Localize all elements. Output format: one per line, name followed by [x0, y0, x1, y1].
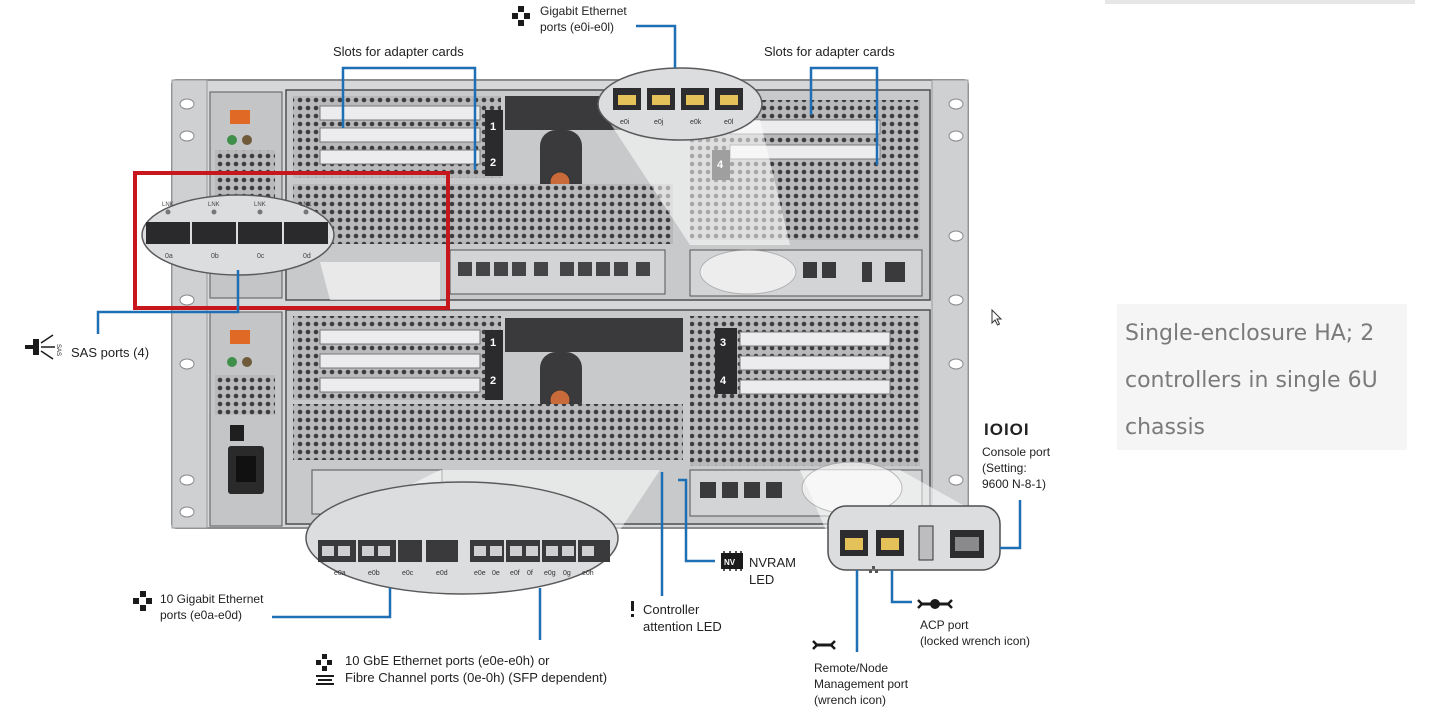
console-port-label: Console port (Setting: 9600 N-8-1) — [982, 444, 1050, 492]
sas-link-label: LNK — [254, 202, 266, 208]
gigabit-ethernet-label: Gigabit Ethernet ports (e0i-e0l) — [540, 3, 627, 35]
label-line: 10 Gigabit Ethernet — [160, 592, 264, 606]
label-line: Remote/Node — [814, 661, 889, 675]
ten-gbe-fc-label: 10 GbE Ethernet ports (e0e-e0h) or Fibre… — [345, 652, 607, 686]
slot-number: 4 — [720, 375, 727, 387]
ten-gig-ethernet-label: 10 Gigabit Ethernet ports (e0a-e0d) — [160, 591, 263, 623]
highlight-box — [133, 171, 450, 310]
label-line: ports (e0a-e0d) — [160, 608, 243, 622]
label-line: LED — [749, 572, 775, 587]
port-label: e0i — [620, 119, 630, 126]
sas-ports-magnifier: LNK LNK LNK LNK 0a 0b 0c 0d — [141, 194, 440, 300]
sas-icon-letters: SAS — [55, 344, 61, 356]
wrench-icon — [812, 640, 836, 650]
port-label: 0d — [303, 253, 311, 260]
label-line: attention LED — [643, 619, 722, 634]
ten-gbe-ports-magnifier: e0a e0b e0c e0d e0e 0e e0f 0f e0g 0g e0h — [305, 470, 660, 595]
controller-attention-label: Controller attention LED — [643, 601, 722, 635]
port-label: e0j — [654, 119, 664, 126]
port-label: e0b — [368, 570, 380, 577]
label-line: Console port — [982, 445, 1051, 459]
network-fibre-icon — [316, 654, 334, 685]
port-label: e0h — [582, 570, 594, 577]
port-label: 0f — [527, 570, 533, 577]
mouse-cursor-icon — [991, 309, 1003, 326]
sas-link-label: LNK — [208, 202, 220, 208]
slot-number: 2 — [490, 157, 496, 169]
label-line: Gigabit Ethernet — [540, 4, 627, 18]
label-line: 10 GbE Ethernet ports (e0e-e0h) or — [345, 653, 550, 668]
network-icon — [133, 591, 152, 611]
label-line: ports (e0i-e0l) — [540, 20, 615, 34]
network-icon — [512, 6, 530, 26]
port-nw-icon — [869, 566, 878, 573]
port-label: e0l — [724, 119, 734, 126]
slots-left-label: Slots for adapter cards — [333, 44, 464, 59]
locked-wrench-icon — [917, 599, 953, 609]
port-label: e0a — [334, 570, 346, 577]
sas-link-label: LNK — [300, 202, 312, 208]
acp-port-label: ACP port (locked wrench icon) — [920, 617, 1030, 649]
side-note-text: Single-enclosure HA; 2 controllers in si… — [1125, 321, 1378, 440]
chassis — [171, 79, 969, 529]
port-label: e0k — [690, 119, 702, 126]
slot-number: 1 — [490, 121, 496, 133]
sas-ports-label: SAS ports (4) — [71, 345, 150, 360]
label-line: (wrench icon) — [814, 693, 887, 707]
label-line: (locked wrench icon) — [920, 634, 1031, 648]
port-label: 0e — [492, 570, 500, 577]
nvram-icon: NV — [721, 551, 743, 571]
sas-link-label: LNK — [162, 202, 174, 208]
slot-number: 2 — [490, 375, 496, 387]
label-line: Controller — [643, 602, 700, 617]
port-label: 0g — [563, 570, 571, 577]
port-label: e0g — [544, 570, 556, 577]
sas-icon: SAS — [25, 334, 61, 360]
slot-number: 3 — [720, 337, 726, 349]
attention-icon — [631, 601, 634, 617]
label-line: Management port — [814, 677, 909, 691]
slots-right-label: Slots for adapter cards — [764, 44, 895, 59]
label-line: ACP port — [920, 618, 969, 632]
nvram-led-label: NVRAM LED — [749, 554, 796, 588]
port-label: e0e — [474, 570, 486, 577]
port-label: e0f — [510, 570, 520, 577]
port-label: e0d — [436, 570, 448, 577]
label-line: (Setting: — [982, 461, 1027, 475]
port-label: e0c — [402, 570, 414, 577]
console-icon: IOIOI — [984, 420, 1030, 439]
top-strip — [1105, 0, 1415, 4]
label-line: 9600 N-8-1) — [982, 477, 1047, 491]
management-ports-magnifier — [800, 461, 1001, 571]
port-label: 0c — [257, 253, 265, 260]
port-label: 0b — [211, 253, 219, 260]
callout-lines — [96, 24, 1022, 652]
gigabit-ports-magnifier: e0i e0j e0k e0l — [597, 67, 797, 295]
slot-number: 1 — [490, 337, 496, 349]
remote-management-label: Remote/Node Management port (wrench icon… — [814, 660, 908, 708]
side-note-card: Single-enclosure HA; 2 controllers in si… — [1117, 304, 1407, 450]
nvram-icon-text: NV — [724, 558, 736, 567]
label-line: NVRAM — [749, 555, 796, 570]
port-label: 0a — [165, 253, 173, 260]
label-line: Fibre Channel ports (0e-0h) (SFP depende… — [345, 670, 608, 685]
